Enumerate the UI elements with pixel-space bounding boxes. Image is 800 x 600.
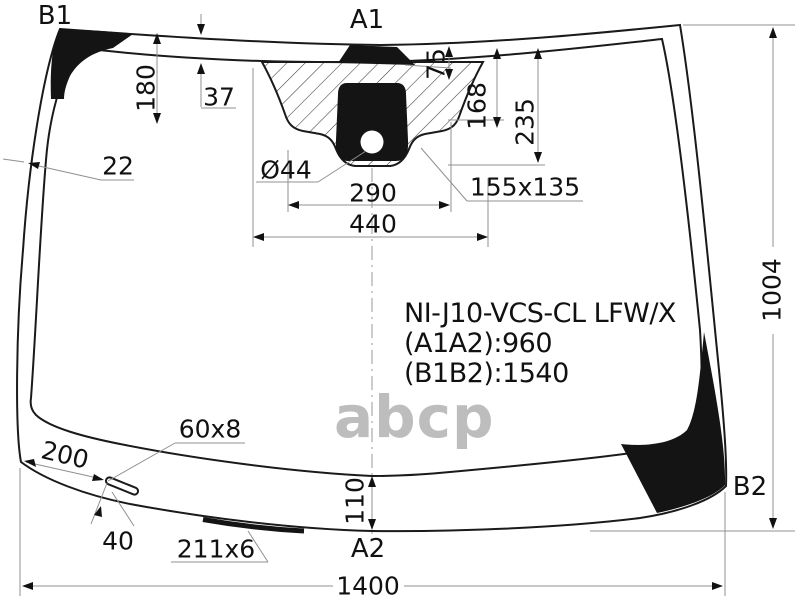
- arrow-290-right: [439, 201, 450, 209]
- dim-22-label: 22: [102, 152, 134, 181]
- dim-37-label: 37: [203, 83, 235, 112]
- arrow-1004-up: [769, 27, 777, 38]
- dim-200-label: 200: [38, 435, 91, 474]
- dim-1400-label: 1400: [336, 572, 400, 600]
- dim-hole-label: Ø44: [260, 156, 312, 185]
- arrow-200-right: [92, 474, 104, 481]
- dim-22-ext: [2, 158, 25, 163]
- arrow-110-down: [368, 519, 376, 530]
- corner-labels: B1 A1 B2 A2: [38, 1, 767, 564]
- arrow-37-up: [197, 63, 205, 74]
- part-a1a2: (A1A2):960: [404, 328, 552, 359]
- label-a2: A2: [351, 534, 385, 564]
- slot-label-leader: [107, 442, 176, 482]
- dimension-labels: 180 37 22 75 168 235 Ø44 290 440 155x135…: [38, 48, 786, 600]
- dim-440-label: 440: [349, 210, 397, 239]
- dim-180-label: 180: [132, 64, 161, 112]
- arrow-37-down: [197, 24, 205, 35]
- arrow-168-down: [493, 117, 501, 128]
- part-code: NI-J10-VCS-CL LFW/X: [404, 298, 676, 329]
- dim-200-line: [25, 461, 103, 480]
- arrow-440-right: [477, 233, 488, 241]
- dim-40-leader-b: [111, 491, 135, 527]
- dim-110-label: 110: [341, 477, 370, 525]
- arrow-1004-down: [769, 518, 777, 529]
- dim-strip-label: 211x6: [177, 535, 255, 564]
- arrow-110-up: [368, 476, 376, 487]
- arrow-40: [94, 506, 102, 517]
- glass-inner-edge: [29, 37, 703, 478]
- dimension-lines: [2, 14, 795, 596]
- arrow-440-left: [253, 233, 264, 241]
- arrow-1400-right: [712, 582, 723, 590]
- arrow-235-down: [534, 152, 542, 163]
- ceramic-bands: [50, 29, 726, 534]
- part-b1b2: (B1B2):1540: [404, 358, 569, 389]
- dim-168-label: 168: [463, 82, 492, 130]
- arrow-235-up: [534, 48, 542, 59]
- mirror-mount: [335, 83, 409, 161]
- arrow-200-left: [24, 459, 36, 467]
- molding-slot: [104, 476, 140, 496]
- label-a1: A1: [350, 5, 384, 35]
- arrow-22: [28, 162, 40, 169]
- a1-top-band: [338, 45, 415, 65]
- dim-235-label: 235: [511, 98, 540, 146]
- part-info: NI-J10-VCS-CL LFW/X (A1A2):960 (B1B2):15…: [404, 298, 676, 389]
- arrow-75-up: [445, 46, 453, 57]
- bracket-label-leader: [420, 147, 468, 202]
- arrow-75-down: [445, 69, 453, 80]
- b2-corner-band: [621, 332, 726, 513]
- dim-290-label: 290: [349, 179, 397, 208]
- mirror-hole: [360, 130, 384, 154]
- dim-75-ext: [404, 64, 452, 69]
- dim-40-label: 40: [102, 527, 134, 556]
- dim-75-label: 75: [422, 48, 451, 80]
- arrow-180-down: [153, 113, 161, 124]
- strip-label-leader: [247, 530, 269, 563]
- arrow-180-up: [153, 33, 161, 44]
- watermark-logo: abcp: [334, 383, 495, 451]
- b1-corner-band: [50, 29, 134, 99]
- glass-outline: [16, 23, 728, 533]
- heater-strip: [202, 517, 305, 534]
- dim-slot-label: 60x8: [179, 415, 242, 444]
- dim-22-leader: [29, 163, 102, 181]
- label-b2: B2: [733, 472, 767, 502]
- mirror-mount-body: [335, 83, 409, 161]
- dim-bracket-label: 155x135: [470, 173, 580, 202]
- arrow-290-left: [288, 201, 299, 209]
- label-b1: B1: [38, 1, 72, 31]
- dim-1004-label: 1004: [758, 258, 787, 322]
- arrowheads: [22, 24, 777, 590]
- dim-40-leader-a: [90, 482, 108, 525]
- arrow-1400-left: [22, 582, 33, 590]
- hole-label-leader: [317, 150, 367, 183]
- glass-outer-edge: [16, 23, 728, 533]
- arrow-168-up: [493, 48, 501, 59]
